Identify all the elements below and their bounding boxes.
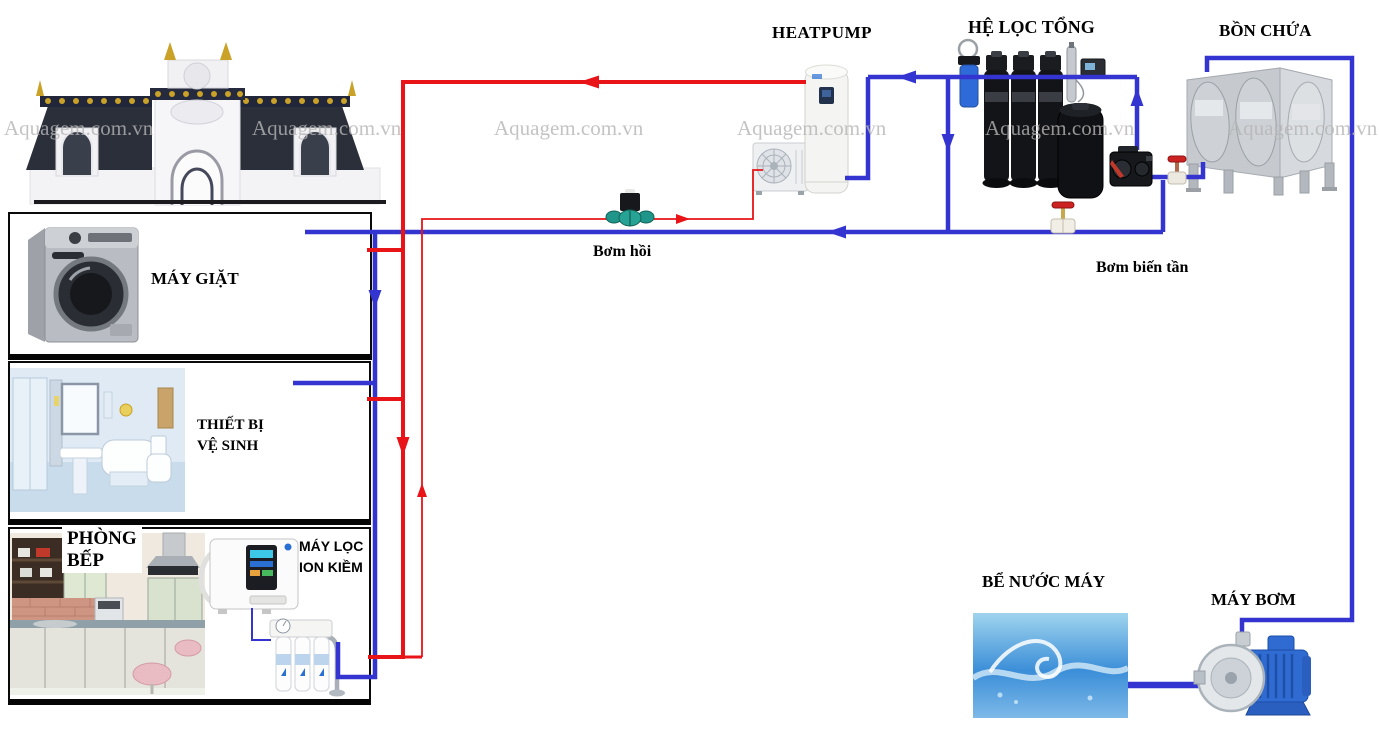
flow-arrow-up <box>417 483 427 497</box>
ion-filter-label: MÁY LỌC ION KIỀM <box>299 538 364 575</box>
washing-machine-illustration <box>28 227 139 343</box>
whole-house-filter-illustration <box>957 38 1106 199</box>
return-pump-label: Bơm hồi <box>593 243 652 260</box>
heatpump-illustration <box>752 64 849 195</box>
flow-arrow-left <box>897 70 916 84</box>
hot-flow-arrows <box>396 75 690 497</box>
cold-left-riser-pipe <box>335 232 378 680</box>
flow-arrow-down <box>941 134 955 152</box>
flow-arrow-down <box>368 290 382 308</box>
supply-pump-illustration <box>1193 631 1311 716</box>
watermark: Aquagem.com.vn <box>737 116 887 140</box>
gate-valve-return-line <box>1050 201 1076 234</box>
return-pump-illustration <box>605 189 655 227</box>
raw-water-image <box>971 613 1130 718</box>
flow-arrow-left <box>827 225 846 239</box>
cold-flow-arrows <box>368 70 1144 308</box>
sanitary-label: THIẾT BỊ VỆ SINH <box>197 417 264 454</box>
storage-tank-illustration <box>1186 67 1337 196</box>
flow-arrow-up <box>1130 88 1144 106</box>
hot-supply-pipe <box>368 80 806 659</box>
filter-system-title: HỆ LỌC TỔNG <box>968 17 1095 37</box>
cold-heatpump-feed-pipe <box>845 77 871 181</box>
flow-arrow-down <box>396 437 410 456</box>
storage-tank-title: BỒN CHỨA <box>1219 21 1312 40</box>
inverter-pump-illustration <box>1109 146 1153 187</box>
watermark: Aquagem.com.vn <box>4 116 154 140</box>
bathroom-illustration <box>10 368 185 512</box>
watermark: Aquagem.com.vn <box>1228 116 1378 140</box>
hot-water-pipes <box>367 80 806 659</box>
inverter-pump-label: Bơm biến tần <box>1096 259 1189 276</box>
flow-arrow-right <box>676 214 690 224</box>
under-sink-filter-illustration <box>269 618 345 697</box>
flow-arrow-left <box>579 75 599 89</box>
watermark: Aquagem.com.vn <box>985 116 1135 140</box>
hot-return-pipe <box>421 169 763 657</box>
watermark: Aquagem.com.vn <box>494 116 644 140</box>
cold-water-pipes <box>251 55 1355 689</box>
kitchen-label: PHÒNG BẾP <box>62 527 142 573</box>
ion-water-ionizer-illustration <box>198 538 299 614</box>
villa-building-illustration <box>26 42 386 206</box>
water-tank-title: BỂ NƯỚC MÁY <box>982 572 1106 591</box>
washing-machine-label: MÁY GIẶT <box>151 269 239 288</box>
heatpump-title: HEATPUMP <box>772 23 873 42</box>
cold-tank-fill-pipe <box>1204 55 1355 640</box>
watermark: Aquagem.com.vn <box>252 116 402 140</box>
gate-valve-tank-outlet <box>1167 155 1187 185</box>
supply-pump-title: MÁY BƠM <box>1211 590 1296 609</box>
cold-ionizer-pipe <box>251 608 271 641</box>
